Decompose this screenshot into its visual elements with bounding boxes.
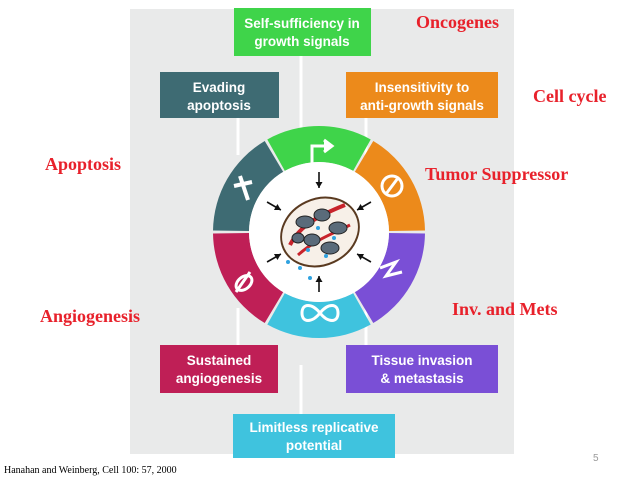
- ring-segment-lower-left: [213, 232, 284, 324]
- anti-growth-line2: anti-growth signals: [360, 98, 484, 113]
- invasion-box: [346, 345, 498, 393]
- apoptosis-line1: Evading: [193, 80, 246, 95]
- growth-signals-line1: Self-sufficiency in: [244, 16, 360, 31]
- cross-icon: [233, 175, 253, 201]
- angiogenesis-line2: angiogenesis: [176, 371, 262, 386]
- annotation-inv-mets: Inv. and Mets: [452, 299, 558, 319]
- tumor-cells-icon: [280, 196, 360, 280]
- infinity-icon: [300, 304, 340, 322]
- replicative-box: [233, 414, 395, 458]
- hallmark-box-lower-left: Sustained angiogenesis: [160, 345, 278, 393]
- inward-arrowhead-5: [273, 203, 281, 211]
- inward-arrowhead-2: [357, 253, 365, 261]
- anti-growth-line1: Insensitivity to: [375, 80, 470, 95]
- inward-arrowhead-1: [357, 203, 365, 211]
- apoptosis-line2: apoptosis: [187, 98, 251, 113]
- hallmark-box-upper-right: Insensitivity to anti-growth signals: [346, 72, 498, 118]
- angiogenesis-line1: Sustained: [187, 353, 252, 368]
- vessel-icon: [234, 271, 254, 293]
- annotation-cell-cycle: Cell cycle: [533, 86, 607, 106]
- invasion-line1: Tissue invasion: [371, 353, 472, 368]
- inward-arrowhead-3: [315, 276, 323, 282]
- hallmark-box-lower-right: Tissue invasion & metastasis: [346, 345, 498, 393]
- annotation-tumor-suppressor: Tumor Suppressor: [425, 164, 569, 184]
- growth-arrow-icon: [310, 138, 335, 168]
- annotation-angiogenesis: Angiogenesis: [40, 306, 141, 326]
- replicative-line2: potential: [286, 438, 342, 453]
- hallmark-box-top: Self-sufficiency in growth signals: [234, 8, 371, 56]
- annotation-oncogenes: Oncogenes: [416, 12, 499, 32]
- hallmark-box-bottom: Limitless replicative potential: [233, 414, 395, 458]
- zigzag-invasion-icon: [379, 258, 403, 279]
- ring-segment-upper-right: [354, 140, 425, 232]
- angiogenesis-box: [160, 345, 278, 393]
- ring-segment-lower-right: [354, 232, 425, 324]
- hallmark-box-upper-left: Evading apoptosis: [160, 72, 279, 118]
- invasion-line2: & metastasis: [380, 371, 463, 386]
- anti-growth-box: [346, 72, 498, 118]
- apoptosis-box: [160, 72, 279, 118]
- growth-signals-box: [234, 8, 371, 56]
- inward-arrowhead-0: [315, 182, 323, 188]
- no-entry-icon: [380, 174, 404, 198]
- annotation-apoptosis: Apoptosis: [45, 154, 122, 174]
- growth-signals-line2: growth signals: [254, 34, 349, 49]
- ring-segment-top: [267, 126, 371, 171]
- citation: Hanahan and Weinberg, Cell 100: 57, 2000: [4, 465, 177, 476]
- hallmark-arrows: [266, 172, 372, 292]
- inward-arrowhead-4: [273, 253, 281, 261]
- ring-segment-upper-left: [213, 140, 284, 232]
- replicative-line1: Limitless replicative: [249, 420, 379, 435]
- page-number: 5: [593, 453, 599, 464]
